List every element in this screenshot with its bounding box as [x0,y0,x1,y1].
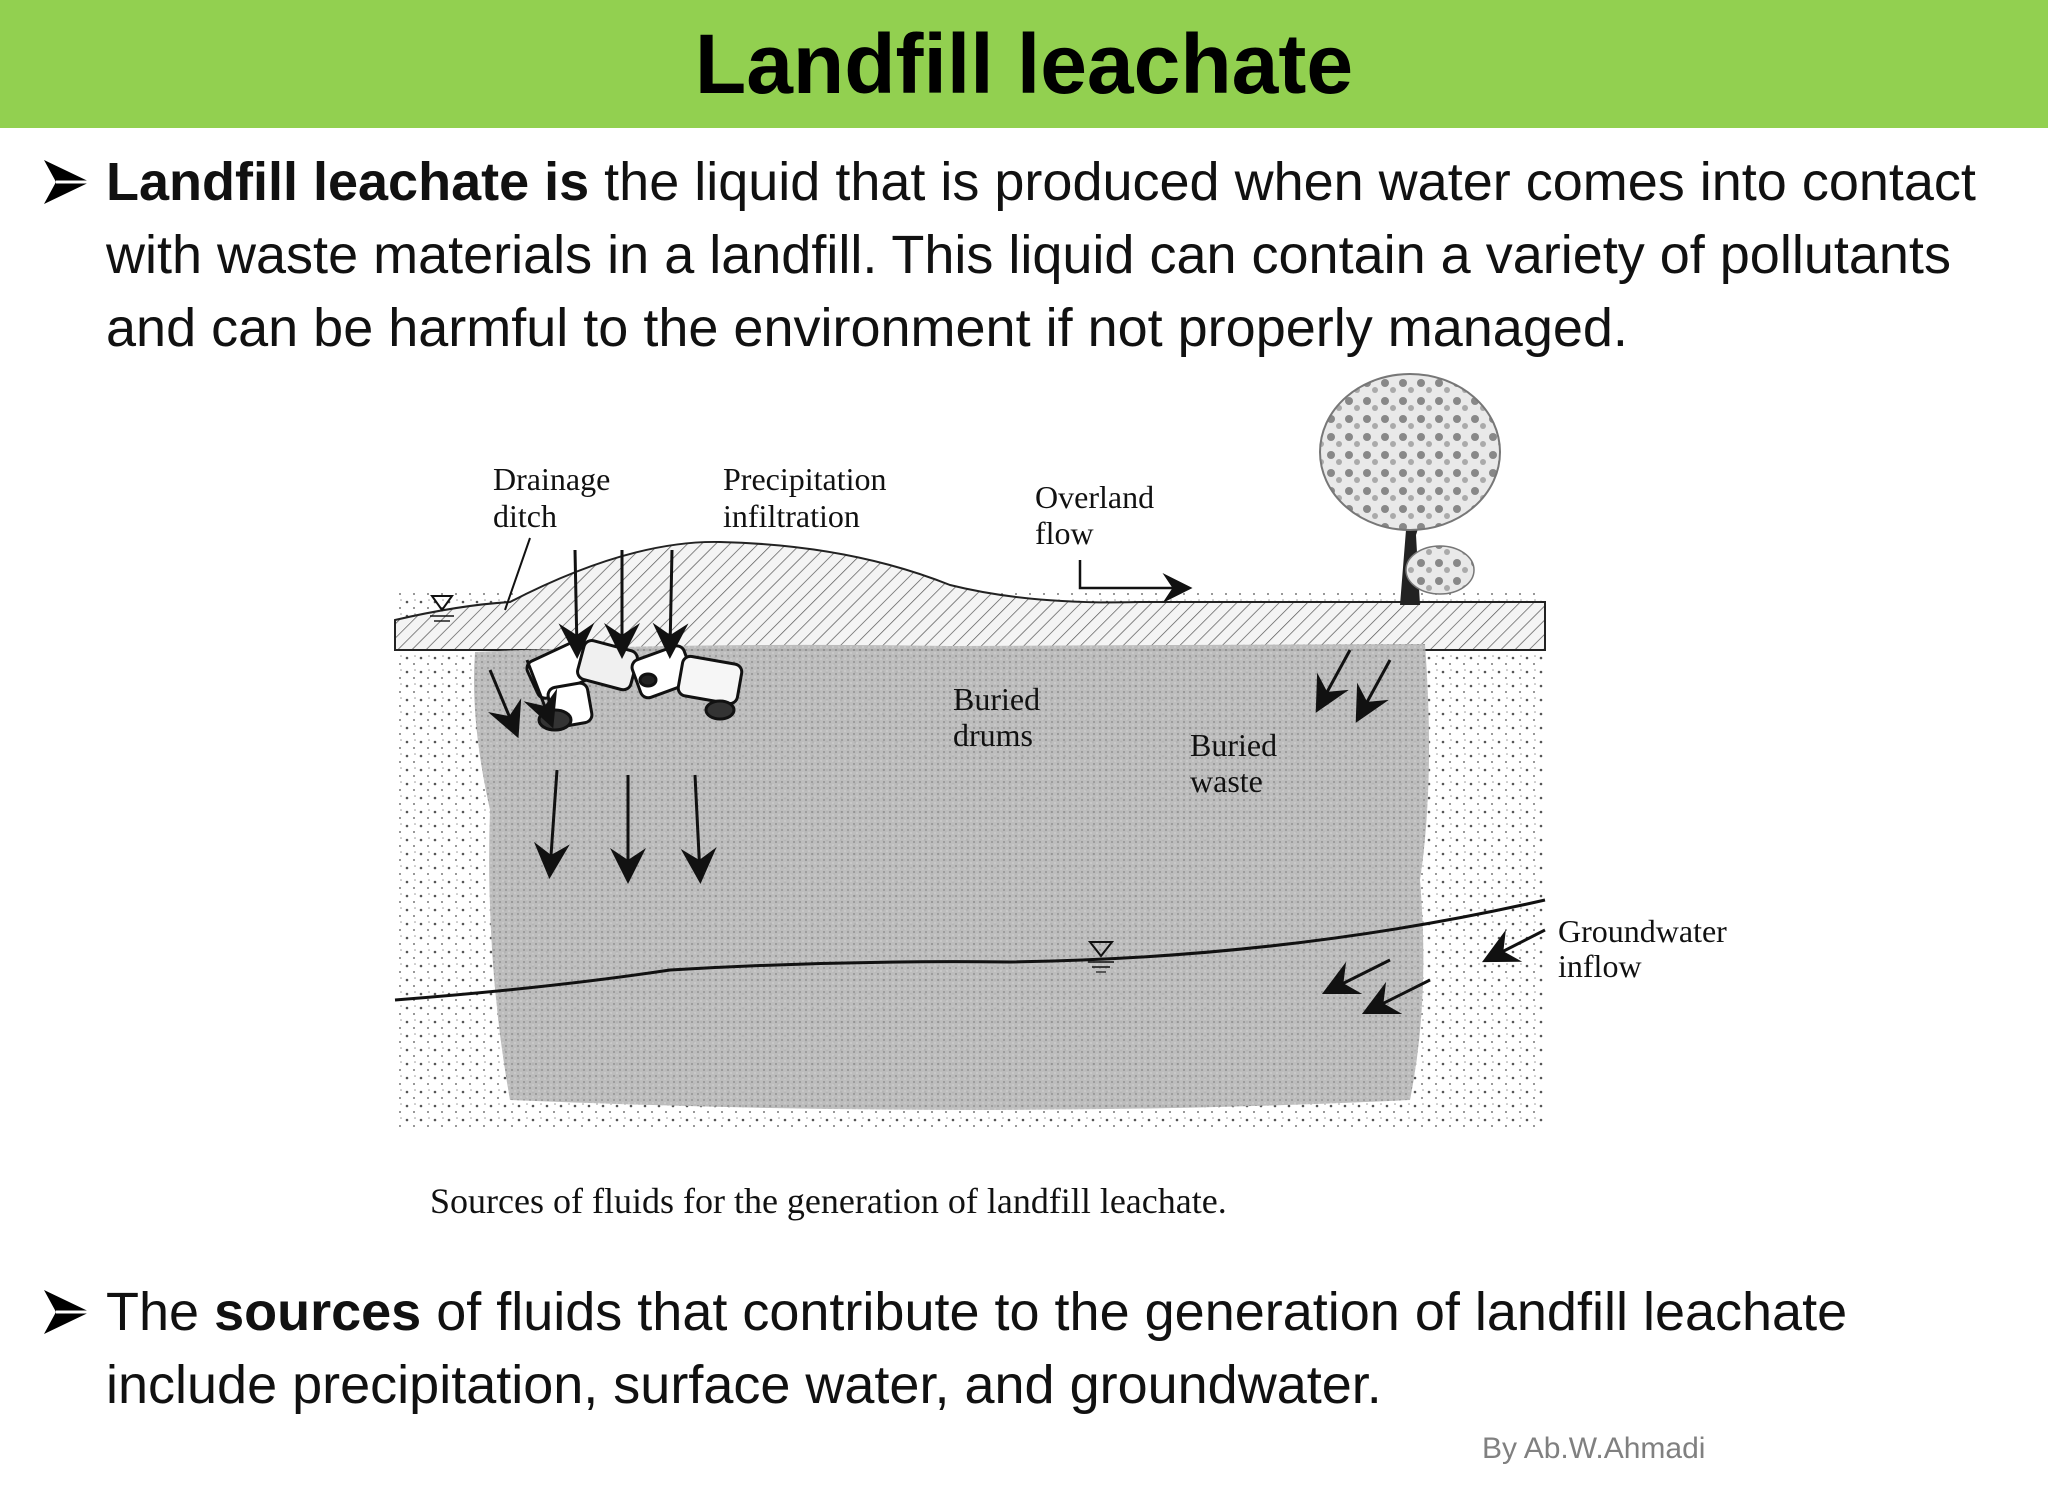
author-credit: By Ab.W.Ahmadi [1482,1432,1706,1465]
bullet-sources-bold: sources [214,1282,422,1342]
buried-waste-zone [474,644,1429,1110]
arrow-bullet-icon [44,1290,90,1334]
label-precip-1: Precipitation [723,461,887,497]
slide-title: Landfill leachate [694,16,1354,111]
groundwater-arrows [1321,928,1546,1015]
figure-caption: Sources of fluids for the generation of … [430,1181,1227,1221]
water-table-line [394,898,1546,1002]
bullet-definition: Landfill leachate is the liquid that is … [40,146,2010,365]
landfill-diagram: Drainage ditch Precipitation infiltratio… [390,360,1810,1230]
arrow-bullet-icon [44,160,90,204]
overland-flow-arrow [1078,560,1193,603]
bullet-definition-bold: Landfill leachate is [106,152,590,212]
label-waste-2: waste [1190,763,1263,799]
precipitation-arrows [558,549,689,659]
diagram-labels: Drainage ditch Precipitation infiltratio… [493,461,1727,984]
bullet-sources-text: The sources of fluids that contribute to… [106,1276,2010,1422]
bullet-sources-pre: The [106,1282,215,1342]
bullet-sources-body: of fluids that contribute to the generat… [106,1282,1848,1415]
bullet-definition-body: the liquid that is produced when water c… [106,152,1976,358]
label-overland-2: flow [1035,515,1094,551]
landfill-cross-section: Drainage ditch Precipitation infiltratio… [394,373,1727,1130]
leachate-downflow-arrows [533,769,717,884]
water-level-symbol-ditch [430,595,454,622]
title-bar: Landfill leachate [0,0,2048,128]
label-overland-1: Overland [1035,479,1154,515]
label-drums-1: Buried [953,681,1040,717]
label-drums-2: drums [953,717,1033,753]
ditch-seepage-arrows [488,659,558,739]
water-level-symbol-table [1087,941,1115,973]
tree-icon [1319,373,1501,605]
label-groundwater-2: inflow [1558,948,1642,984]
drainage-leader-line [504,537,531,611]
waste-seepage-arrows [1315,649,1392,723]
bullet-definition-text: Landfill leachate is the liquid that is … [106,146,2010,365]
label-precip-2: infiltration [723,498,860,534]
bullet-sources: The sources of fluids that contribute to… [40,1276,2010,1422]
label-waste-1: Buried [1190,727,1277,763]
label-groundwater-1: Groundwater [1558,913,1727,949]
label-drainage-1: Drainage [493,461,610,497]
label-drainage-2: ditch [493,498,557,534]
